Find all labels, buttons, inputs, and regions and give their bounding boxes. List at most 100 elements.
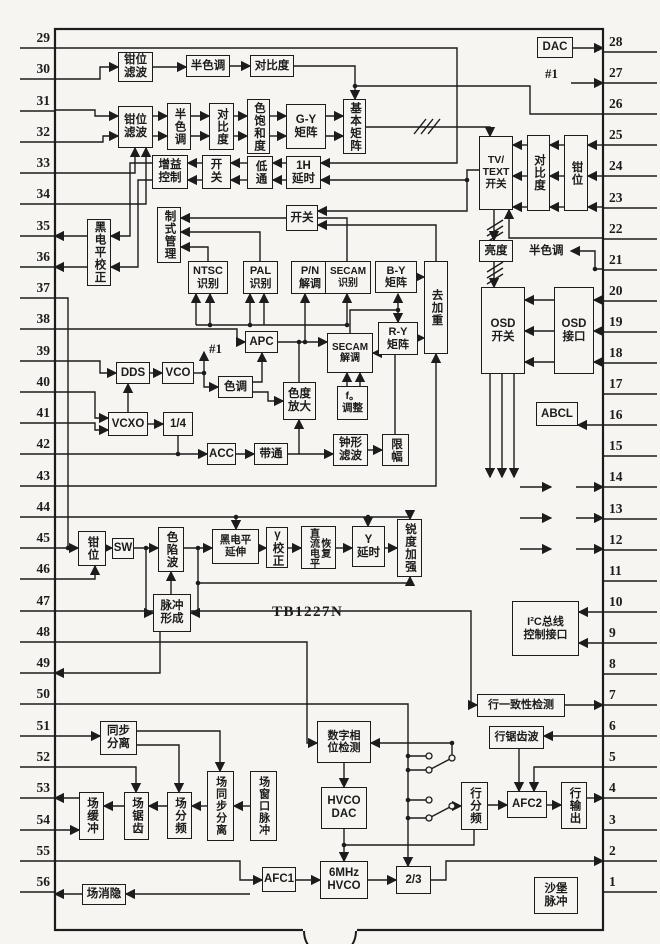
wire — [137, 744, 185, 794]
wire — [55, 109, 120, 122]
switch-contact — [425, 752, 433, 760]
junction-dot — [592, 266, 598, 272]
junction-dot — [302, 339, 308, 345]
wire — [53, 632, 161, 679]
pin-number-left-29: 29 — [36, 30, 51, 45]
switch-contact — [448, 754, 456, 762]
pin-number-left-32: 32 — [36, 124, 51, 139]
bus-hatch-mark — [486, 225, 504, 237]
chip-notch — [303, 930, 357, 944]
pin-number-right-9: 9 — [609, 625, 616, 640]
junction-dot — [201, 370, 207, 376]
pin-number-left-41: 41 — [36, 405, 51, 420]
wire — [198, 575, 416, 587]
wire — [55, 146, 141, 174]
junction-dot — [65, 545, 71, 551]
pin-number-left-46: 46 — [36, 561, 51, 576]
junction-dot — [207, 322, 213, 328]
pin-number-left-31: 31 — [36, 93, 51, 108]
pin-number-right-25: 25 — [609, 127, 623, 142]
pin-number-left-43: 43 — [36, 468, 51, 483]
wire — [143, 548, 155, 619]
pin-number-left-52: 52 — [36, 749, 51, 764]
junction-dot — [352, 83, 358, 89]
pin-number-left-35: 35 — [36, 218, 51, 233]
chip-model-label: TB1227N — [272, 604, 344, 620]
pin-number-left-36: 36 — [36, 249, 51, 264]
junction-dot — [195, 580, 201, 586]
pin-number-right-22: 22 — [609, 221, 623, 236]
pin-number-left-48: 48 — [36, 624, 51, 639]
chip-outline — [53, 27, 605, 932]
wire — [431, 855, 605, 881]
wire — [344, 830, 475, 846]
bus-hatch-mark — [486, 219, 504, 231]
wire — [371, 347, 396, 434]
pin-number-right-28: 28 — [609, 34, 623, 49]
pin-number-right-2: 2 — [609, 843, 616, 858]
wire — [316, 219, 437, 261]
pin-number-left-50: 50 — [36, 686, 51, 701]
wire — [203, 373, 220, 393]
wire — [253, 351, 268, 383]
wire — [55, 130, 120, 143]
wire — [55, 641, 319, 749]
junction-dot — [143, 545, 149, 551]
wire — [528, 766, 603, 793]
bus-hatch-mark — [420, 118, 434, 135]
pin-number-right-24: 24 — [609, 158, 623, 173]
pin-number-right-18: 18 — [609, 345, 623, 360]
pin-number-left-42: 42 — [36, 436, 51, 451]
pin-number-left-45: 45 — [36, 530, 51, 545]
wire — [55, 352, 442, 487]
pin-number-left-40: 40 — [36, 374, 51, 389]
bus-hatch-mark — [486, 261, 504, 273]
pin-number-right-4: 4 — [609, 780, 616, 795]
pin-number-left-51: 51 — [36, 718, 51, 733]
switch-contact — [425, 796, 433, 804]
pin-number-left-34: 34 — [36, 186, 51, 201]
junction-dot — [247, 322, 253, 328]
pin-number-right-19: 19 — [609, 314, 623, 329]
wire — [503, 208, 603, 239]
pin-number-right-15: 15 — [609, 438, 623, 453]
pin-number-right-11: 11 — [609, 563, 622, 578]
pin-number-left-54: 54 — [36, 812, 51, 827]
switch-contact — [425, 814, 433, 822]
junction-dot — [296, 339, 302, 345]
wire — [569, 245, 603, 270]
ref-label-vco: #1 — [209, 341, 222, 356]
junction-dot — [405, 797, 411, 803]
wire — [55, 391, 110, 424]
junction-dot — [405, 767, 411, 773]
wire — [55, 860, 264, 886]
wire — [55, 766, 142, 794]
pin-number-left-49: 49 — [36, 655, 51, 670]
pin-number-right-1: 1 — [609, 874, 616, 889]
wire — [55, 360, 118, 379]
pin-number-right-5: 5 — [609, 749, 616, 764]
pin-number-right-14: 14 — [609, 469, 623, 484]
wire — [316, 169, 479, 217]
pin-number-right-12: 12 — [609, 532, 623, 547]
wire — [349, 309, 398, 333]
pin-number-left-56: 56 — [36, 874, 51, 889]
pin-number-right-20: 20 — [609, 283, 623, 298]
pin-number-right-17: 17 — [609, 376, 623, 391]
pin-number-left-53: 53 — [36, 780, 51, 795]
pin-number-right-27: 27 — [609, 65, 623, 80]
pin-number-left-39: 39 — [36, 343, 51, 358]
pin-number-left-33: 33 — [36, 155, 51, 170]
junction-dot — [395, 307, 401, 313]
pin-number-right-10: 10 — [609, 594, 623, 609]
pin-number-left-38: 38 — [36, 311, 51, 326]
switch-contact — [448, 802, 456, 810]
pin-number-right-6: 6 — [609, 718, 616, 733]
wire — [179, 241, 209, 261]
wire — [179, 226, 261, 261]
pin-number-left-37: 37 — [36, 280, 51, 295]
wire — [430, 758, 451, 770]
switch-contact — [425, 766, 433, 774]
bus-hatch-mark — [486, 231, 504, 243]
bus-hatch-mark — [427, 118, 441, 135]
